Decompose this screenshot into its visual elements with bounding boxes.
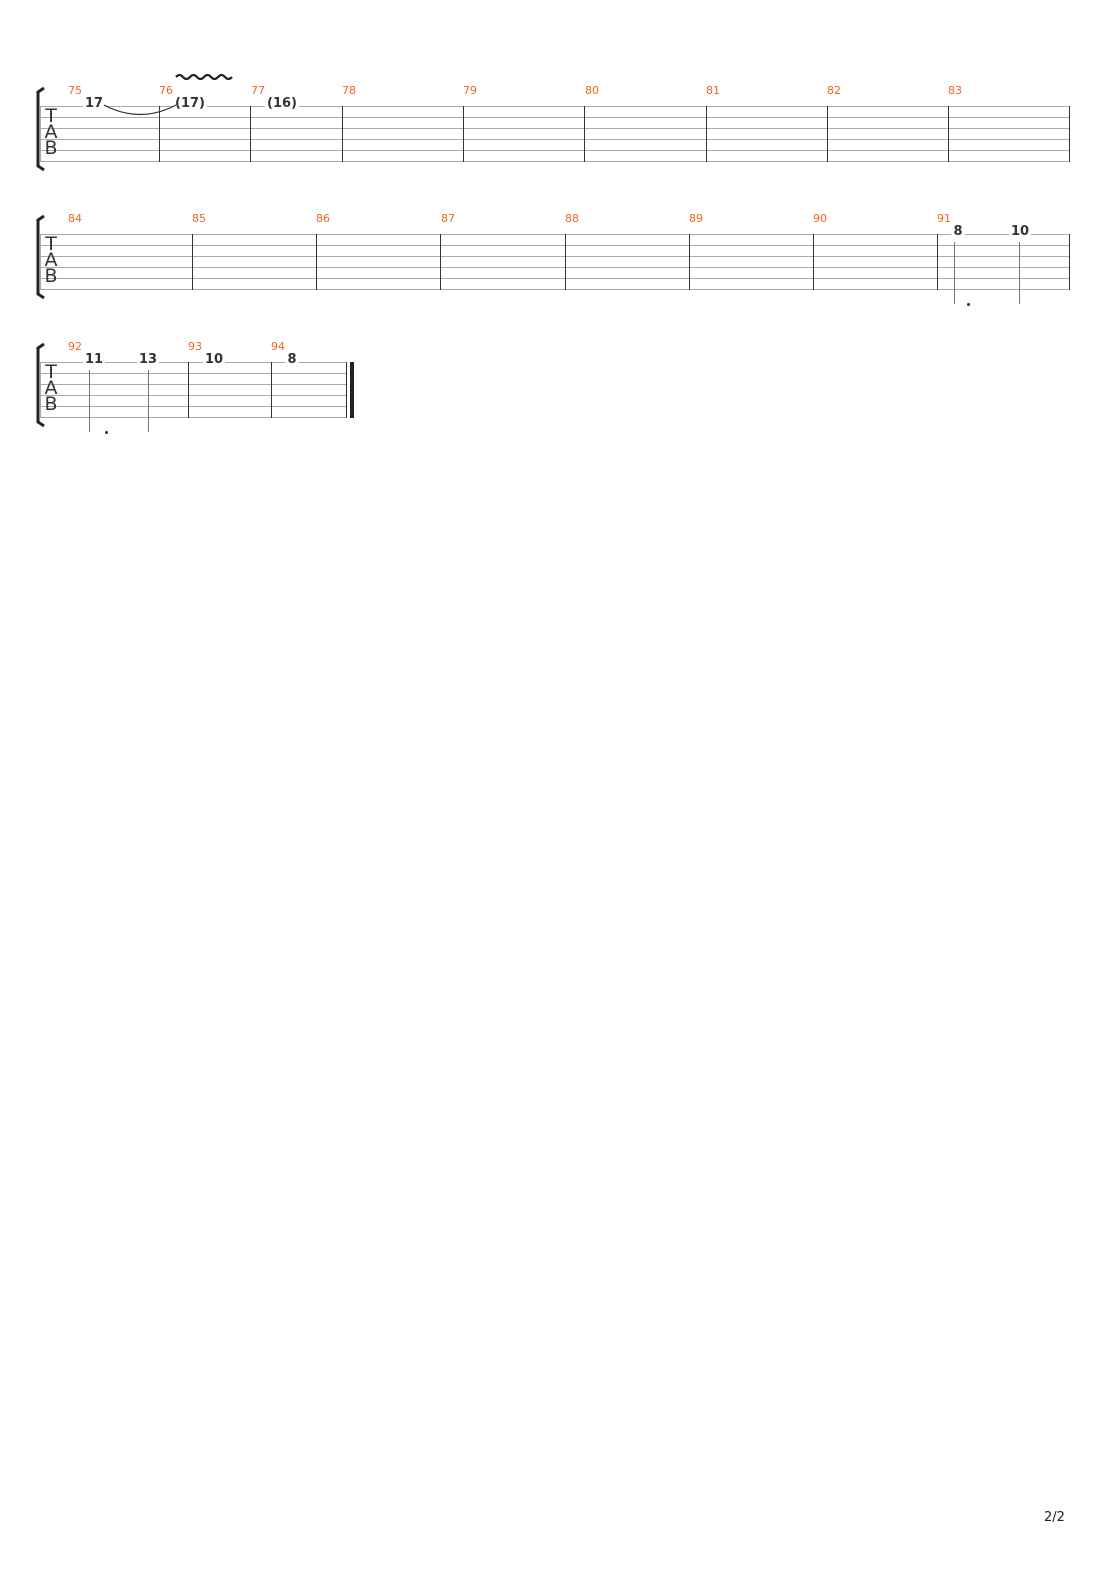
staff-line xyxy=(40,289,1069,290)
staff-line xyxy=(40,150,1069,151)
start-barline xyxy=(40,234,41,290)
note-stem xyxy=(148,370,149,432)
staff-line xyxy=(40,362,346,363)
barline xyxy=(316,234,317,290)
fret-number: 8 xyxy=(951,224,965,239)
measure-number: 91 xyxy=(937,212,951,225)
fret-number: (17) xyxy=(173,96,207,111)
page-number: 2/2 xyxy=(1044,1510,1065,1525)
measure-number: 88 xyxy=(565,212,579,225)
measure-number: 89 xyxy=(689,212,703,225)
measure-number: 94 xyxy=(271,340,285,353)
note-stem xyxy=(89,370,90,432)
system-bracket-icon xyxy=(34,86,48,176)
tab-clef-letter: A xyxy=(44,249,58,271)
measure-number: 83 xyxy=(948,84,962,97)
barline xyxy=(271,362,272,418)
measure-number: 79 xyxy=(463,84,477,97)
fret-number: 11 xyxy=(82,352,106,367)
fret-number: 8 xyxy=(285,352,299,367)
staff-line xyxy=(40,417,346,418)
barline xyxy=(706,106,707,162)
barline xyxy=(689,234,690,290)
final-barline xyxy=(350,362,354,418)
tab-clef-letter: A xyxy=(44,121,58,143)
start-barline xyxy=(40,106,41,162)
note-stem xyxy=(954,242,955,304)
staff-line xyxy=(40,117,1069,118)
fret-number: (16) xyxy=(265,96,299,111)
measure-number: 85 xyxy=(192,212,206,225)
measure-number: 92 xyxy=(68,340,82,353)
barline xyxy=(159,106,160,162)
tab-clef-letter: B xyxy=(44,137,58,159)
barline xyxy=(948,106,949,162)
system-bracket-icon xyxy=(34,214,48,304)
fret-number: 17 xyxy=(82,96,106,111)
tab-clef-letter: B xyxy=(44,393,58,415)
tab-clef-letter: T xyxy=(45,105,57,127)
tab-clef-letter: T xyxy=(45,233,57,255)
measure-number: 76 xyxy=(159,84,173,97)
rhythm-dot xyxy=(967,303,970,306)
measure-number: 87 xyxy=(441,212,455,225)
measure-number: 84 xyxy=(68,212,82,225)
measure-number: 78 xyxy=(342,84,356,97)
staff-line xyxy=(40,139,1069,140)
barline xyxy=(346,362,347,418)
measure-number: 77 xyxy=(251,84,265,97)
fret-number: 10 xyxy=(1008,224,1032,239)
staff-line xyxy=(40,406,346,407)
staff-line xyxy=(40,278,1069,279)
fret-number: 10 xyxy=(202,352,226,367)
staff-line xyxy=(40,128,1069,129)
vibrato-icon xyxy=(175,66,233,85)
barline xyxy=(342,106,343,162)
staff-line xyxy=(40,234,1069,235)
barline xyxy=(250,106,251,162)
rhythm-dot xyxy=(105,431,108,434)
staff-line xyxy=(40,267,1069,268)
tab-clef-letter: T xyxy=(45,361,57,383)
staff-line xyxy=(40,256,1069,257)
start-barline xyxy=(40,362,41,418)
staff-line xyxy=(40,161,1069,162)
tab-clef-letter: B xyxy=(44,265,58,287)
barline xyxy=(584,106,585,162)
measure-number: 86 xyxy=(316,212,330,225)
measure-number: 93 xyxy=(188,340,202,353)
measure-number: 80 xyxy=(585,84,599,97)
tab-clef-letter: A xyxy=(44,377,58,399)
barline xyxy=(1069,234,1070,290)
barline xyxy=(188,362,189,418)
system-bracket-icon xyxy=(34,342,48,432)
staff-line xyxy=(40,384,346,385)
barline xyxy=(1069,106,1070,162)
barline xyxy=(440,234,441,290)
barline xyxy=(813,234,814,290)
tie-arc xyxy=(100,102,180,126)
fret-number: 13 xyxy=(136,352,160,367)
staff-line xyxy=(40,395,346,396)
staff-line xyxy=(40,245,1069,246)
measure-number: 82 xyxy=(827,84,841,97)
staff-line xyxy=(40,373,346,374)
barline xyxy=(192,234,193,290)
staff-line xyxy=(40,106,1069,107)
measure-number: 75 xyxy=(68,84,82,97)
measure-number: 81 xyxy=(706,84,720,97)
note-stem xyxy=(1019,242,1020,304)
measure-number: 90 xyxy=(813,212,827,225)
barline xyxy=(463,106,464,162)
barline xyxy=(565,234,566,290)
barline xyxy=(827,106,828,162)
barline xyxy=(937,234,938,290)
